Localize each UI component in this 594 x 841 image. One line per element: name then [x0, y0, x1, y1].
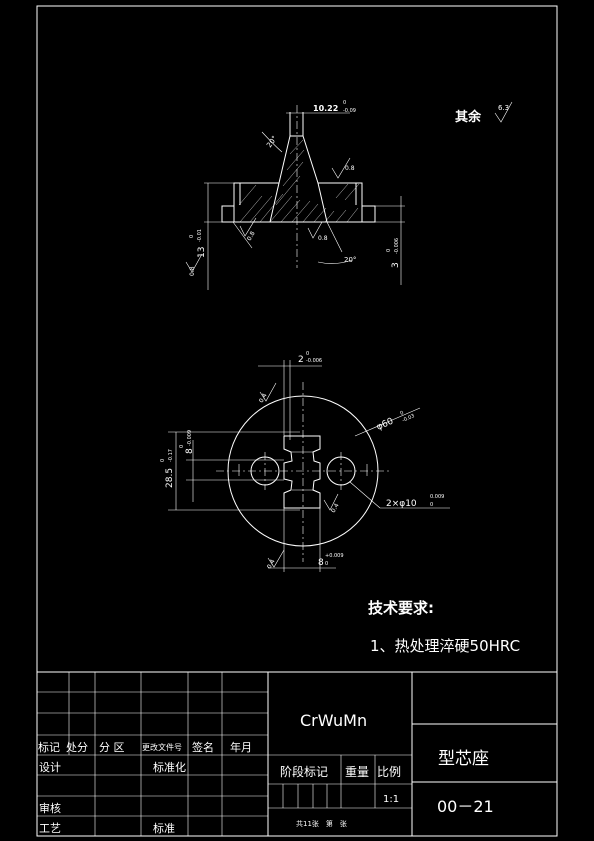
dim-angle-bottom: 20°: [344, 256, 356, 264]
annotation-text: 其余 6.3 10.22 0 -0.09 20° 0.8 0.8 0.8 20°…: [38, 100, 520, 835]
drawing-frame: [36, 5, 558, 837]
dim-step: 3: [391, 262, 401, 268]
part-name: 型芯座: [438, 749, 489, 769]
dim-slot-top: 2: [298, 355, 304, 365]
dim-rough-08-c: 0.8: [318, 235, 328, 242]
tb-ratio: 比例: [377, 765, 401, 779]
tb-count: 处分: [66, 741, 88, 754]
dim-rough-04-a: 0.4: [258, 392, 269, 404]
tb-signature: 签名: [192, 740, 214, 754]
section-hatching: [238, 139, 360, 223]
dim-pitch: 28.5: [165, 468, 175, 488]
dim-slot-h: 8: [185, 448, 195, 454]
plan-view: [168, 360, 450, 572]
dim-rough-08-d: 0.8: [189, 266, 196, 276]
tech-req-item: 1、热处理淬硬50HRC: [370, 637, 520, 655]
dim-top-width-tol-upper: 0: [343, 100, 346, 106]
section-view: [185, 101, 513, 290]
rough-rest-label: 其余: [455, 109, 482, 125]
dim-dia-outer: φ60: [375, 416, 395, 432]
dim-slot-h-tol-upper: 0: [179, 445, 185, 448]
tb-standard: 标准: [153, 821, 175, 835]
dim-holes: 2×φ10: [386, 499, 417, 509]
dim-step-tol: -0.006: [394, 238, 400, 254]
dim-slot-top-tol-upper: 0: [306, 351, 309, 357]
tb-date: 年月: [230, 740, 252, 754]
tb-process: 工艺: [39, 822, 61, 835]
tb-mark: 标记: [38, 740, 60, 754]
tb-change-doc: 更改文件号: [142, 742, 182, 752]
scale-value: 1:1: [383, 794, 399, 805]
tb-design: 设计: [39, 761, 61, 774]
tb-zone: 分 区: [99, 741, 125, 754]
dim-holes-tol-lower: 0: [430, 502, 433, 508]
dim-slot-top-tol: -0.006: [306, 358, 322, 364]
tech-req-title: 技术要求:: [368, 599, 434, 617]
dim-rough-04-c: 0.4: [266, 558, 277, 570]
dim-holes-tol: 0.009: [430, 494, 444, 500]
material: CrWuMn: [300, 711, 367, 730]
dim-slot-w: 8: [318, 558, 324, 568]
tb-stage-mark: 阶段标记: [280, 764, 328, 779]
dim-slot-h-tol: -0.009: [187, 430, 193, 446]
section-outline: [233, 135, 363, 223]
dim-dia-outer-tol-upper: 0: [399, 410, 404, 417]
dim-top-width: 10.22: [313, 104, 338, 113]
tb-standardization: 标准化: [153, 760, 186, 774]
tb-weight: 重量: [345, 765, 369, 779]
dim-pitch-tol: -0.17: [168, 449, 174, 462]
tb-review: 审核: [39, 801, 61, 815]
dim-rough-08-a: 0.8: [345, 165, 355, 172]
drawing-number: 00－21: [437, 797, 494, 816]
title-block: [37, 671, 557, 836]
dim-height-tol-upper: 0: [189, 235, 195, 238]
dim-rough-04-b: 0.4: [330, 502, 341, 514]
dim-dia-outer-tol: -0.03: [401, 413, 415, 424]
dim-slot-w-tol: +0.009: [325, 553, 344, 559]
dim-pitch-tol-upper: 0: [160, 459, 166, 462]
dim-top-width-tol: -0.09: [343, 108, 356, 114]
dim-step-tol-upper: 0: [386, 249, 392, 252]
rough-rest-value: 6.3: [498, 104, 509, 112]
sheet-info: 共11张 第 张: [296, 819, 347, 828]
dim-slot-w-tol-lower: 0: [325, 561, 328, 567]
dim-height: 13: [197, 247, 207, 258]
dim-height-tol: -0.01: [197, 229, 203, 242]
dim-rough-08-b: 0.8: [246, 230, 257, 242]
